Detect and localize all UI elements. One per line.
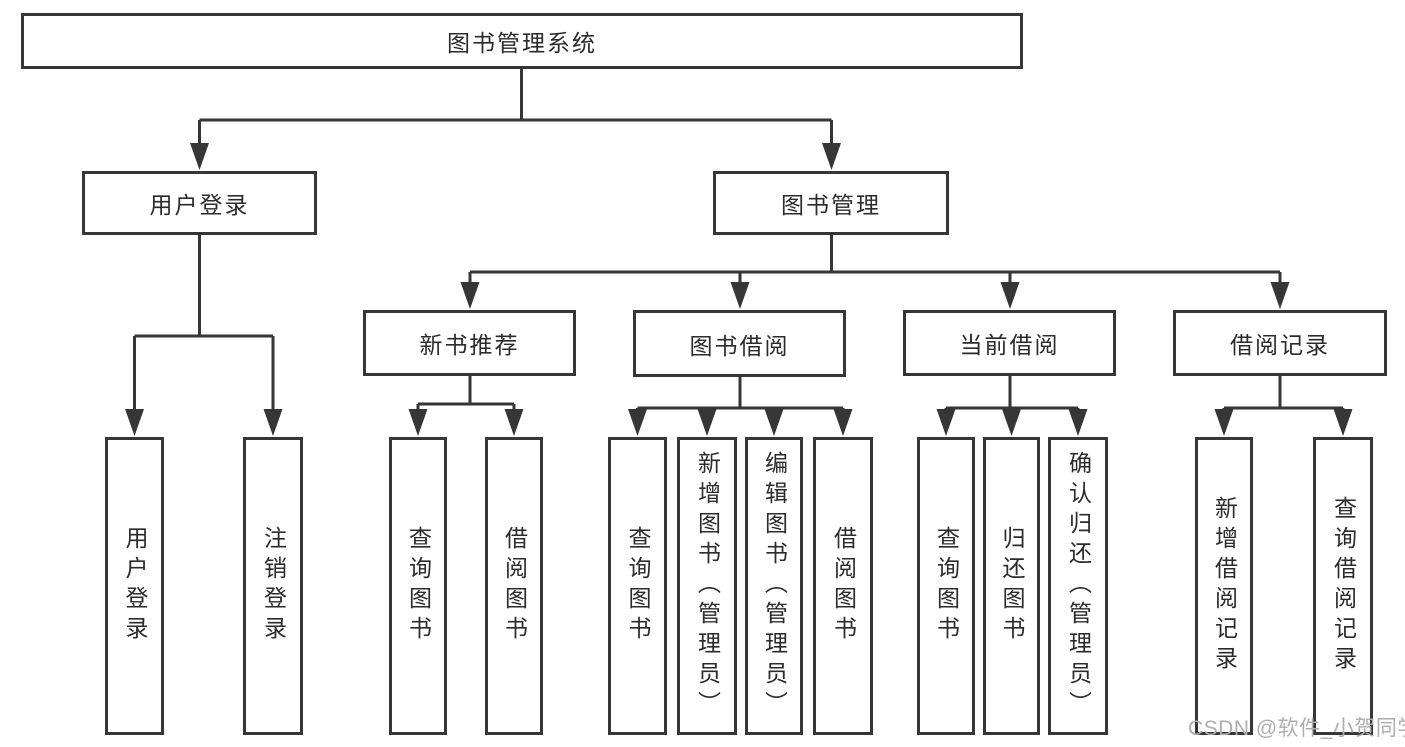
- node-book-borrow: 图书借阅: [633, 310, 846, 377]
- leaf-add-borrow-record-label: 新增借阅记录: [1211, 496, 1238, 676]
- leaf-query-borrow-record: 查询借阅记录: [1313, 437, 1373, 735]
- arrowhead-icon: [697, 409, 717, 436]
- arrowhead-icon: [1270, 282, 1290, 309]
- leaf-logout-label: 注销登录: [260, 526, 287, 646]
- node-book-management-label: 图书管理: [781, 192, 881, 218]
- connector-book-borrow-to-leaves: [636, 377, 845, 414]
- leaf-add-borrow-record: 新增借阅记录: [1195, 437, 1253, 735]
- arrowhead-icon: [408, 409, 428, 436]
- node-borrow-records-label: 借阅记录: [1230, 332, 1330, 358]
- leaf-query-books-current: 查询图书: [917, 437, 975, 735]
- connector-root-to-level1: [198, 69, 833, 148]
- leaf-query-books-recommend-label: 查询图书: [405, 526, 432, 646]
- arrowhead-icon: [504, 409, 524, 436]
- arrowheads: [125, 143, 1353, 436]
- leaf-logout: 注销登录: [243, 437, 303, 735]
- connector-new-book-recommend-to-leaves: [416, 376, 516, 414]
- node-root: 图书管理系统: [21, 13, 1023, 69]
- arrowhead-icon: [936, 409, 956, 436]
- connector-current-borrow-to-leaves: [944, 376, 1080, 414]
- arrowhead-icon: [628, 409, 647, 436]
- arrowhead-icon: [125, 409, 144, 436]
- leaf-edit-book-admin-label: 编辑图书（管理员）: [761, 451, 788, 721]
- csdn-watermark: CSDN @软件_小贺同学: [1188, 717, 1405, 740]
- arrowhead-icon: [1214, 409, 1234, 436]
- leaf-borrow-books-borrow-label: 借阅图书: [830, 526, 857, 646]
- node-user-login: 用户登录: [82, 171, 317, 235]
- arrowhead-icon: [1002, 409, 1021, 436]
- arrowhead-icon: [263, 409, 283, 436]
- leaf-return-book: 归还图书: [983, 437, 1040, 735]
- leaf-confirm-return-admin: 确认归还（管理员）: [1048, 437, 1108, 735]
- arrowhead-icon: [1333, 409, 1353, 436]
- node-root-label: 图书管理系统: [447, 30, 597, 56]
- arrowhead-icon: [1000, 282, 1020, 309]
- connector-user-login-to-leaves: [133, 235, 275, 414]
- connector-book-management-to-modules: [468, 235, 1282, 287]
- leaf-query-books-recommend: 查询图书: [389, 437, 447, 735]
- node-new-book-recommend-label: 新书推荐: [419, 332, 520, 358]
- leaf-borrow-books-borrow: 借阅图书: [813, 437, 873, 735]
- node-book-borrow-label: 图书借阅: [689, 332, 790, 359]
- arrowhead-icon: [190, 143, 209, 170]
- arrowhead-icon: [822, 143, 841, 170]
- leaf-return-book-label: 归还图书: [999, 526, 1025, 646]
- node-current-borrow: 当前借阅: [903, 310, 1116, 376]
- arrowhead-icon: [833, 409, 853, 436]
- node-book-management: 图书管理: [713, 171, 949, 235]
- leaf-user-login: 用户登录: [105, 437, 164, 735]
- leaf-query-books-borrow: 查询图书: [608, 437, 667, 735]
- node-borrow-records: 借阅记录: [1173, 310, 1387, 376]
- leaf-query-books-borrow-label: 查询图书: [625, 526, 651, 646]
- leaf-user-login-label: 用户登录: [122, 526, 148, 646]
- leaf-query-books-current-label: 查询图书: [933, 526, 960, 646]
- leaf-confirm-return-admin-label: 确认归还（管理员）: [1065, 451, 1092, 721]
- leaf-edit-book-admin: 编辑图书（管理员）: [745, 437, 803, 735]
- node-current-borrow-label: 当前借阅: [959, 332, 1060, 358]
- leaf-add-book-admin-label: 新增图书（管理员）: [694, 451, 721, 721]
- arrowhead-icon: [730, 282, 750, 309]
- leaf-borrow-books-recommend: 借阅图书: [485, 437, 543, 735]
- connector-borrow-records-to-leaves: [1222, 376, 1345, 414]
- arrowhead-icon: [460, 282, 480, 309]
- leaf-borrow-books-recommend-label: 借阅图书: [501, 526, 528, 646]
- arrowhead-icon: [764, 409, 784, 436]
- arrowhead-icon: [1068, 409, 1088, 436]
- node-user-login-label: 用户登录: [149, 192, 250, 218]
- node-new-book-recommend: 新书推荐: [363, 310, 576, 376]
- leaf-query-borrow-record-label: 查询借阅记录: [1330, 496, 1357, 676]
- leaf-add-book-admin: 新增图书（管理员）: [677, 437, 737, 735]
